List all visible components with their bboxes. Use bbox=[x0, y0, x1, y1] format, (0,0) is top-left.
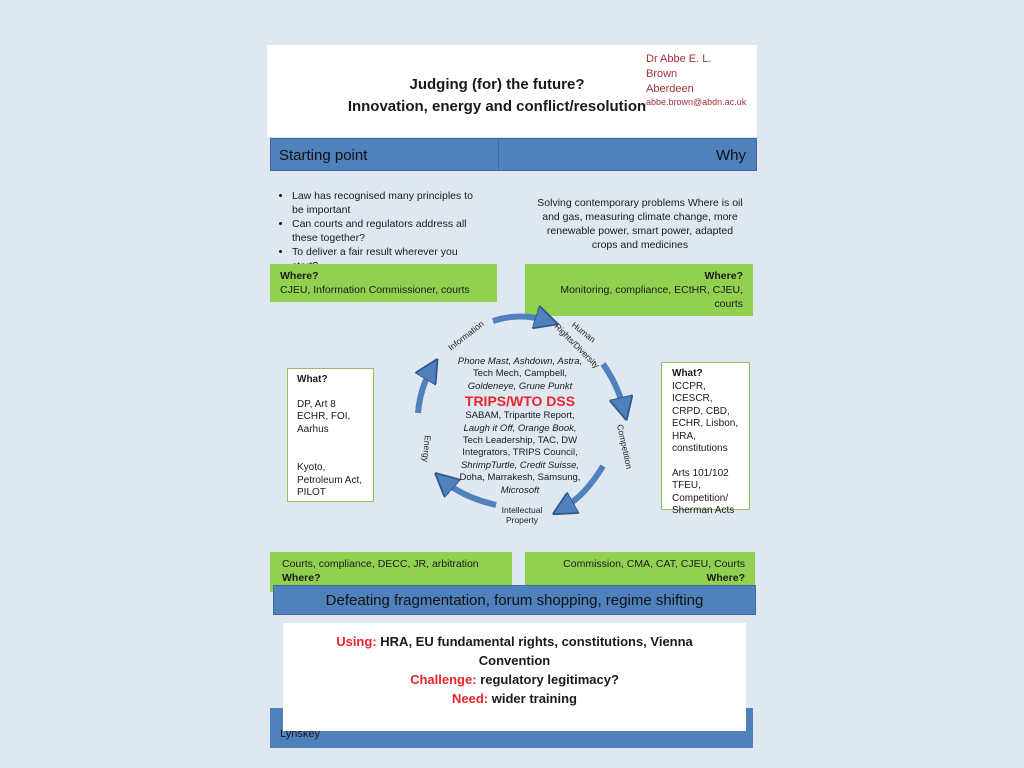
what-group-2: Kyoto, Petroleum Act, PILOT bbox=[297, 462, 363, 498]
title-line-2: Innovation, energy and conflict/resoluti… bbox=[347, 98, 647, 115]
bullet-item: Law has recognised many principles to be… bbox=[292, 189, 483, 217]
author-name-2: Brown bbox=[646, 68, 678, 80]
cycle-label-competition: Competition bbox=[615, 423, 634, 470]
challenge-label: Challenge: bbox=[410, 672, 477, 687]
where-label: Where? bbox=[282, 572, 321, 584]
where-box-top-right: Where? Monitoring, compliance, ECtHR, CJ… bbox=[525, 264, 753, 316]
case-line: Integrators, TRIPS Council, bbox=[462, 447, 578, 459]
cycle-label-ip-2: Property bbox=[506, 515, 539, 525]
what-group-1: ICCPR, ICESCR, CRPD, CBD, ECHR, Lisbon, … bbox=[672, 380, 739, 455]
where-label: Where? bbox=[280, 270, 319, 282]
need-text: wider training bbox=[491, 691, 577, 706]
case-line: Laugh it Off, Orange Book, bbox=[463, 422, 577, 434]
author-affiliation: Aberdeen bbox=[646, 83, 694, 95]
cycle-label-ip-1: Intellectual bbox=[502, 505, 543, 515]
what-box-right: What? ICCPR, ICESCR, CRPD, CBD, ECHR, Li… bbox=[661, 362, 750, 516]
cycle-arrow bbox=[600, 362, 624, 410]
case-line: Goldeneye, Grune Punkt bbox=[467, 380, 573, 392]
what-group-2: Arts 101/102 TFEU, Competition/ Sherman … bbox=[672, 467, 735, 517]
case-line: Tech Mech, Campbell, bbox=[473, 368, 567, 380]
using-line: Using: HRA, EU fundamental rights, const… bbox=[303, 632, 726, 670]
why-text: Solving contemporary problems Where is o… bbox=[537, 197, 743, 251]
why-bar: Why bbox=[498, 138, 757, 171]
case-line: ShrimpTurtle, Credit Suisse, bbox=[460, 459, 580, 471]
author-block: Dr Abbe E. L. Brown Aberdeen abbe.brown@… bbox=[646, 52, 752, 107]
defeating-bar: Defeating fragmentation, forum shopping,… bbox=[273, 585, 756, 615]
what-group-1: DP, Art 8 ECHR, FOI, Aarhus bbox=[297, 398, 351, 435]
where-text: Monitoring, compliance, ECtHR, CJEU, cou… bbox=[560, 284, 743, 310]
bullet-item: Can courts and regulators address all th… bbox=[292, 217, 483, 245]
challenge-line: Challenge: regulatory legitimacy? bbox=[303, 670, 726, 689]
where-text: Commission, CMA, CAT, CJEU, Courts bbox=[563, 558, 745, 570]
case-line: Microsoft bbox=[500, 484, 540, 496]
case-line: SABAM, Tripartite Report, bbox=[465, 410, 575, 422]
author-name-1: Dr Abbe E. L. bbox=[646, 53, 712, 65]
where-text: Courts, compliance, DECC, JR, arbitratio… bbox=[282, 558, 479, 570]
where-text: CJEU, Information Commissioner, courts bbox=[280, 284, 470, 296]
cycle-arrow bbox=[418, 368, 432, 414]
what-label: What? bbox=[672, 368, 703, 379]
where-label: Where? bbox=[706, 572, 745, 584]
conclusion-box: Using: HRA, EU fundamental rights, const… bbox=[283, 623, 746, 731]
cycle-arrow bbox=[492, 317, 548, 322]
using-text: HRA, EU fundamental rights, constitution… bbox=[380, 634, 693, 668]
center-cases: Phone Mast, Ashdown, Astra, Tech Mech, C… bbox=[455, 356, 585, 497]
case-line: Doha, Marrakesh, Samsung, bbox=[459, 472, 581, 484]
cycle-arrow bbox=[562, 464, 606, 509]
starting-bullets: Law has recognised many principles to be… bbox=[278, 189, 483, 273]
where-label: Where? bbox=[704, 270, 743, 282]
cycle-arrow bbox=[443, 480, 497, 508]
need-label: Need: bbox=[452, 691, 489, 706]
using-label: Using: bbox=[336, 634, 377, 649]
challenge-text: regulatory legitimacy? bbox=[480, 672, 619, 687]
what-box-left: What? DP, Art 8 ECHR, FOI, Aarhus Kyoto,… bbox=[287, 368, 374, 502]
title-line-1: Judging (for) the future? bbox=[409, 76, 585, 93]
need-line: Need: wider training bbox=[303, 689, 726, 708]
footer-text: Lynskey bbox=[280, 728, 320, 740]
cycle-label-information: Information bbox=[446, 318, 486, 352]
cycle-label-energy: Energy bbox=[421, 435, 433, 463]
trips-highlight: TRIPS/WTO DSS bbox=[464, 393, 576, 410]
starting-point-bar: Starting point bbox=[270, 138, 499, 171]
author-email: abbe.brown@abdn.ac.uk bbox=[646, 97, 747, 107]
case-line: Phone Mast, Ashdown, Astra, bbox=[457, 356, 583, 367]
header-panel bbox=[267, 45, 757, 137]
case-line: Tech Leadership, TAC, DW bbox=[462, 435, 578, 447]
what-label: What? bbox=[297, 374, 328, 385]
where-box-top-left: Where? CJEU, Information Commissioner, c… bbox=[270, 264, 497, 302]
